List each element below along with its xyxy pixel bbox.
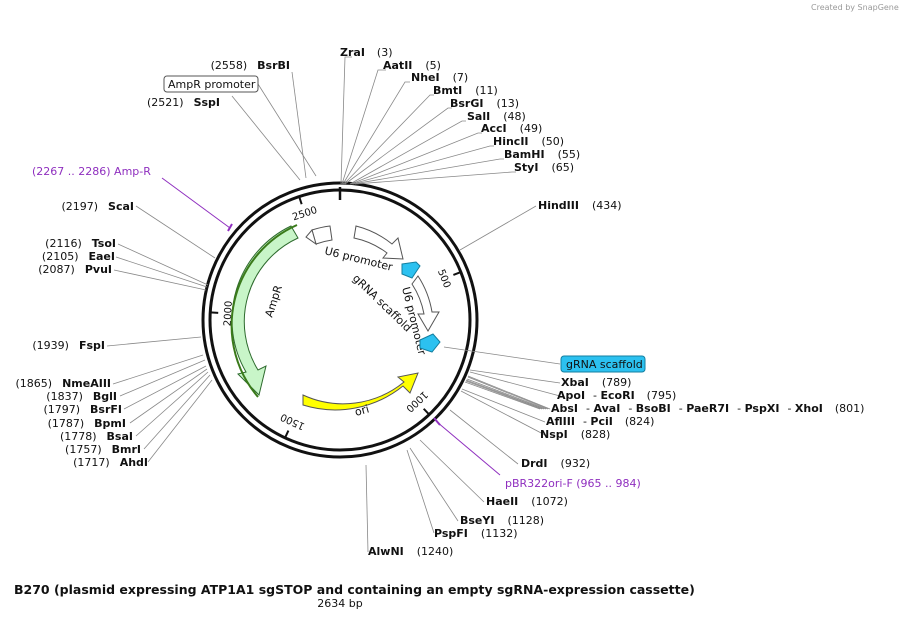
primer-amp-r-label: (2267 .. 2286) Amp-R: [32, 165, 151, 178]
primer-pbr322ori-f[interactable]: pBR322ori-F (965 .. 984): [433, 417, 641, 490]
site-absi-xhoi[interactable]: AbsI- AvaI- BsoBI- PaeR7I- PspXI- XhoI(8…: [551, 402, 864, 415]
site-nhei[interactable]: NheI(7): [411, 71, 468, 84]
feature-ori-label: ori: [353, 402, 370, 418]
site-haeii[interactable]: HaeII(1072): [486, 495, 568, 508]
plasmid-title: B270 (plasmid expressing ATP1A1 sgSTOP a…: [14, 582, 695, 597]
tick-label-500: 500: [435, 268, 452, 290]
site-drdi[interactable]: DrdI(932): [521, 457, 590, 470]
tick-label-1500: 1500: [279, 411, 307, 432]
tick-label-2500: 2500: [291, 205, 319, 223]
site-bsrbi[interactable]: (2558)BsrBI: [211, 59, 290, 72]
site-scai[interactable]: (2197)ScaI: [61, 200, 134, 213]
tick-mark-1000: [422, 408, 430, 416]
site-hincii[interactable]: HincII(50): [493, 135, 564, 148]
ampr-promoter-callout[interactable]: AmpR promoter: [163, 75, 259, 93]
feature-u6-promoter-2[interactable]: U6 promoter U6 promoter: [323, 225, 440, 357]
feature-grna-scaffold-2[interactable]: [419, 333, 441, 353]
site-afliii-pcii[interactable]: AflIII- PciI(824): [546, 415, 654, 428]
primer-amp-r[interactable]: (2267 .. 2286) Amp-R: [32, 165, 233, 232]
site-aatii[interactable]: AatII(5): [383, 59, 441, 72]
site-eaei[interactable]: (2105)EaeI: [42, 250, 115, 263]
site-leaders: [106, 56, 561, 553]
site-pspfi[interactable]: PspFI(1132): [434, 527, 517, 540]
grna-scaffold-callout-label: gRNA scaffold: [566, 358, 643, 371]
site-zrai[interactable]: ZraI(3): [340, 46, 393, 59]
site-acci[interactable]: AccI(49): [481, 122, 542, 135]
site-bmti[interactable]: BmtI(11): [433, 84, 498, 97]
site-fspi[interactable]: (1939)FspI: [32, 339, 105, 352]
site-bmri[interactable]: (1757)BmrI: [65, 443, 141, 456]
feature-u6-promoter-1[interactable]: [305, 225, 333, 246]
site-bsrgi[interactable]: BsrGI(13): [450, 97, 519, 110]
site-xbai[interactable]: XbaI(789): [561, 376, 631, 389]
site-tsoi[interactable]: (2116)TsoI: [45, 237, 116, 250]
grna-scaffold-callout[interactable]: gRNA scaffold: [560, 355, 646, 373]
site-apoi-ecori[interactable]: ApoI- EcoRI(795): [557, 389, 676, 402]
site-styi[interactable]: StyI(65): [514, 161, 574, 174]
site-nspi[interactable]: NspI(828): [540, 428, 610, 441]
tick-mark-2500: [298, 196, 303, 205]
primer-pbr322ori-f-label: pBR322ori-F (965 .. 984): [505, 477, 641, 490]
site-bseyi[interactable]: BseYI(1128): [460, 514, 544, 527]
feature-ori[interactable]: ori: [302, 372, 419, 419]
site-labels-right-top: ZraI(3) AatII(5) NheI(7) BmtI(11) BsrGI(…: [340, 46, 622, 212]
site-labels-left: (1717)AhdI (1757)BmrI (1778)BsaI (1787)B…: [16, 59, 291, 469]
site-labels-right-bottom: XbaI(789) ApoI- EcoRI(795) AbsI- AvaI- B…: [368, 376, 864, 558]
site-bsrfi[interactable]: (1797)BsrFI: [43, 403, 122, 416]
site-bpmi[interactable]: (1787)BpmI: [48, 417, 126, 430]
snapgene-branding: Created by SnapGene: [811, 3, 899, 12]
site-sali[interactable]: SalI(48): [467, 110, 526, 123]
ampr-promoter-callout-label: AmpR promoter: [168, 78, 256, 91]
site-alwni[interactable]: AlwNI(1240): [368, 545, 453, 558]
plasmid-size: 2634 bp: [317, 597, 362, 610]
feature-ampr-label: AmpR: [262, 283, 285, 319]
site-pvui[interactable]: (2087)PvuI: [38, 263, 112, 276]
feature-ampr[interactable]: AmpR: [230, 224, 299, 398]
site-ahdi[interactable]: (1717)AhdI: [73, 456, 148, 469]
tick-mark-500: [453, 271, 462, 276]
site-sspi[interactable]: (2521)SspI: [147, 96, 220, 109]
site-bamhi[interactable]: BamHI(55): [504, 148, 580, 161]
tick-mark-1500: [284, 430, 290, 439]
site-hindiii[interactable]: HindIII(434): [538, 199, 622, 212]
site-nmeaiii[interactable]: (1865)NmeAIII: [16, 377, 112, 390]
site-bgli[interactable]: (1837)BglI: [46, 390, 117, 403]
site-bsai[interactable]: (1778)BsaI: [60, 430, 133, 443]
